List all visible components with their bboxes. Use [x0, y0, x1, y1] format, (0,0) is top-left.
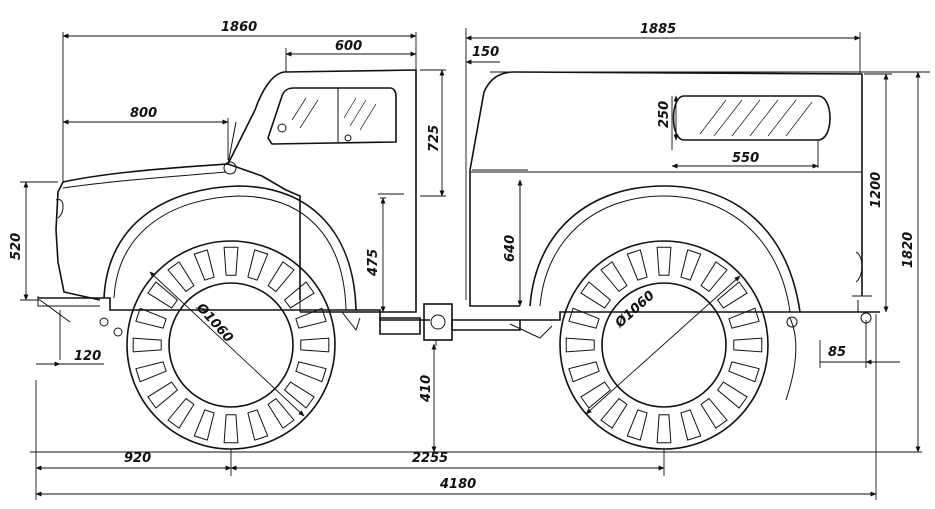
headlight	[55, 198, 64, 219]
front-tire-outer	[126, 240, 336, 450]
dim-1860: 1860	[221, 20, 257, 35]
tread-block	[132, 337, 162, 353]
tread-block	[147, 281, 179, 309]
hood	[62, 163, 301, 300]
dim-920: 920	[124, 451, 151, 466]
tread-block	[283, 381, 315, 409]
rear-tire-outer	[559, 240, 769, 450]
rear-spring	[785, 317, 797, 401]
dim-475: 475	[366, 249, 381, 277]
tread-block	[580, 281, 612, 309]
tread-block	[600, 261, 628, 293]
mirror-mount	[277, 123, 287, 133]
extension-lines	[20, 28, 930, 500]
tread-block	[193, 409, 215, 441]
dim-150: 150	[472, 45, 499, 60]
mirror-arm	[227, 121, 237, 165]
tread-block	[733, 337, 763, 353]
tread-block	[656, 414, 672, 444]
front-grille	[55, 181, 101, 301]
dimension-labels: 1860 600 800 725 150 1885 250 550 520 47…	[9, 20, 916, 492]
tread-block	[135, 307, 167, 329]
tread-block	[700, 397, 728, 429]
front-bumper	[37, 296, 100, 323]
tread-block	[193, 249, 215, 281]
cab-window	[267, 87, 397, 145]
tread-block	[223, 414, 239, 444]
dim-1885: 1885	[640, 22, 676, 37]
rear-shackle	[786, 316, 798, 328]
tread-block	[247, 409, 269, 441]
dim-1200: 1200	[869, 172, 884, 208]
dim-600: 600	[335, 39, 362, 54]
rear-fender-inner	[539, 195, 791, 313]
tread-block	[135, 361, 167, 383]
tread-block	[295, 361, 327, 383]
rear-step	[852, 295, 872, 312]
dim-250: 250	[657, 101, 672, 128]
tread-block	[167, 261, 195, 293]
tread-block	[626, 409, 648, 441]
dim-410: 410	[419, 375, 434, 403]
tread-block	[700, 261, 728, 293]
dim-120: 120	[74, 349, 101, 364]
tread-block	[565, 337, 595, 353]
front-fender-inner	[113, 195, 347, 311]
tread-block	[600, 397, 628, 429]
hood-crease	[62, 171, 227, 189]
dim-2255: 2255	[412, 451, 448, 466]
dim-520: 520	[9, 233, 24, 260]
rear-wheel	[559, 240, 769, 450]
tread-block	[267, 261, 295, 293]
rear-fender	[529, 185, 801, 313]
tread-block	[716, 281, 748, 309]
tread-block	[680, 249, 702, 281]
tail-light	[855, 251, 863, 283]
tread-block	[728, 361, 760, 383]
front-wheel	[126, 240, 336, 450]
rear-tire-tread	[565, 246, 763, 444]
dim-85: 85	[828, 345, 846, 360]
tread-block	[167, 397, 195, 429]
tread-block	[656, 246, 672, 276]
dim-725: 725	[427, 125, 442, 152]
tread-block	[580, 381, 612, 409]
tread-block	[300, 337, 330, 353]
side-window-glare	[699, 99, 813, 137]
dim-550: 550	[732, 151, 759, 166]
tread-block	[716, 381, 748, 409]
tread-block	[568, 361, 600, 383]
dim-front-wheel-diameter: Ø1060	[192, 300, 235, 346]
hood-latch	[223, 161, 237, 175]
tread-block	[247, 249, 269, 281]
dim-640: 640	[503, 235, 518, 262]
dimension-lines	[20, 28, 930, 500]
transfer-case-flange	[430, 314, 446, 330]
dim-rear-wheel-diameter: Ø1060	[612, 288, 658, 331]
tread-block	[223, 246, 239, 276]
tread-block	[680, 409, 702, 441]
vehicle-outline	[37, 69, 880, 401]
window-glare	[291, 97, 377, 131]
cab-outline	[227, 69, 417, 313]
rear-body-front-panel	[469, 170, 520, 307]
door-handle	[344, 134, 352, 142]
rear-axle-mount	[509, 323, 553, 339]
front-fender	[103, 185, 357, 311]
dim-4180: 4180	[439, 477, 476, 492]
dim-1820: 1820	[901, 232, 916, 268]
front-shackle	[99, 317, 109, 327]
tread-block	[626, 249, 648, 281]
transfer-case	[423, 303, 453, 341]
dim-800: 800	[130, 106, 157, 121]
front-mount	[113, 327, 123, 337]
rear-tire-inner	[601, 282, 727, 408]
front-axle-mount	[341, 311, 361, 332]
tread-block	[147, 381, 179, 409]
